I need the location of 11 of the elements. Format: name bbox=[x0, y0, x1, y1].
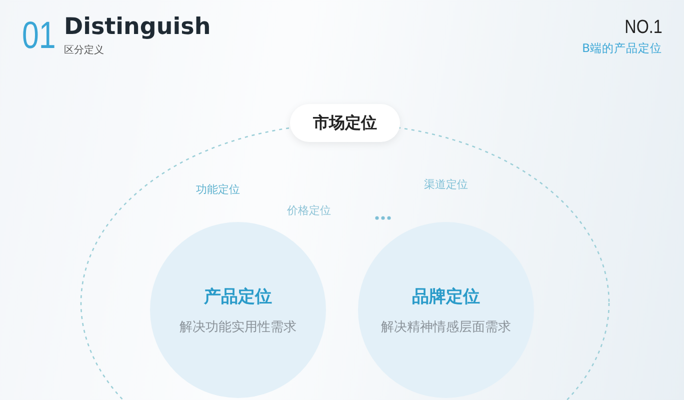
category-label: 功能定位 bbox=[196, 182, 240, 197]
section-number: 01 bbox=[22, 14, 56, 58]
title: Distinguish bbox=[64, 14, 211, 40]
section-subtitle: B端的产品定位 bbox=[582, 41, 662, 56]
category-circle: 品牌定位 解决精神情感层面需求 bbox=[358, 222, 534, 398]
page-number: NO.1 bbox=[624, 17, 662, 39]
category-label: 价格定位 bbox=[287, 203, 331, 218]
heading-pill: 市场定位 bbox=[290, 104, 400, 142]
category-circle: 产品定位 解决功能实用性需求 bbox=[150, 222, 326, 398]
subtitle: 区分定义 bbox=[64, 44, 104, 57]
category-label: 渠道定位 bbox=[424, 177, 468, 192]
